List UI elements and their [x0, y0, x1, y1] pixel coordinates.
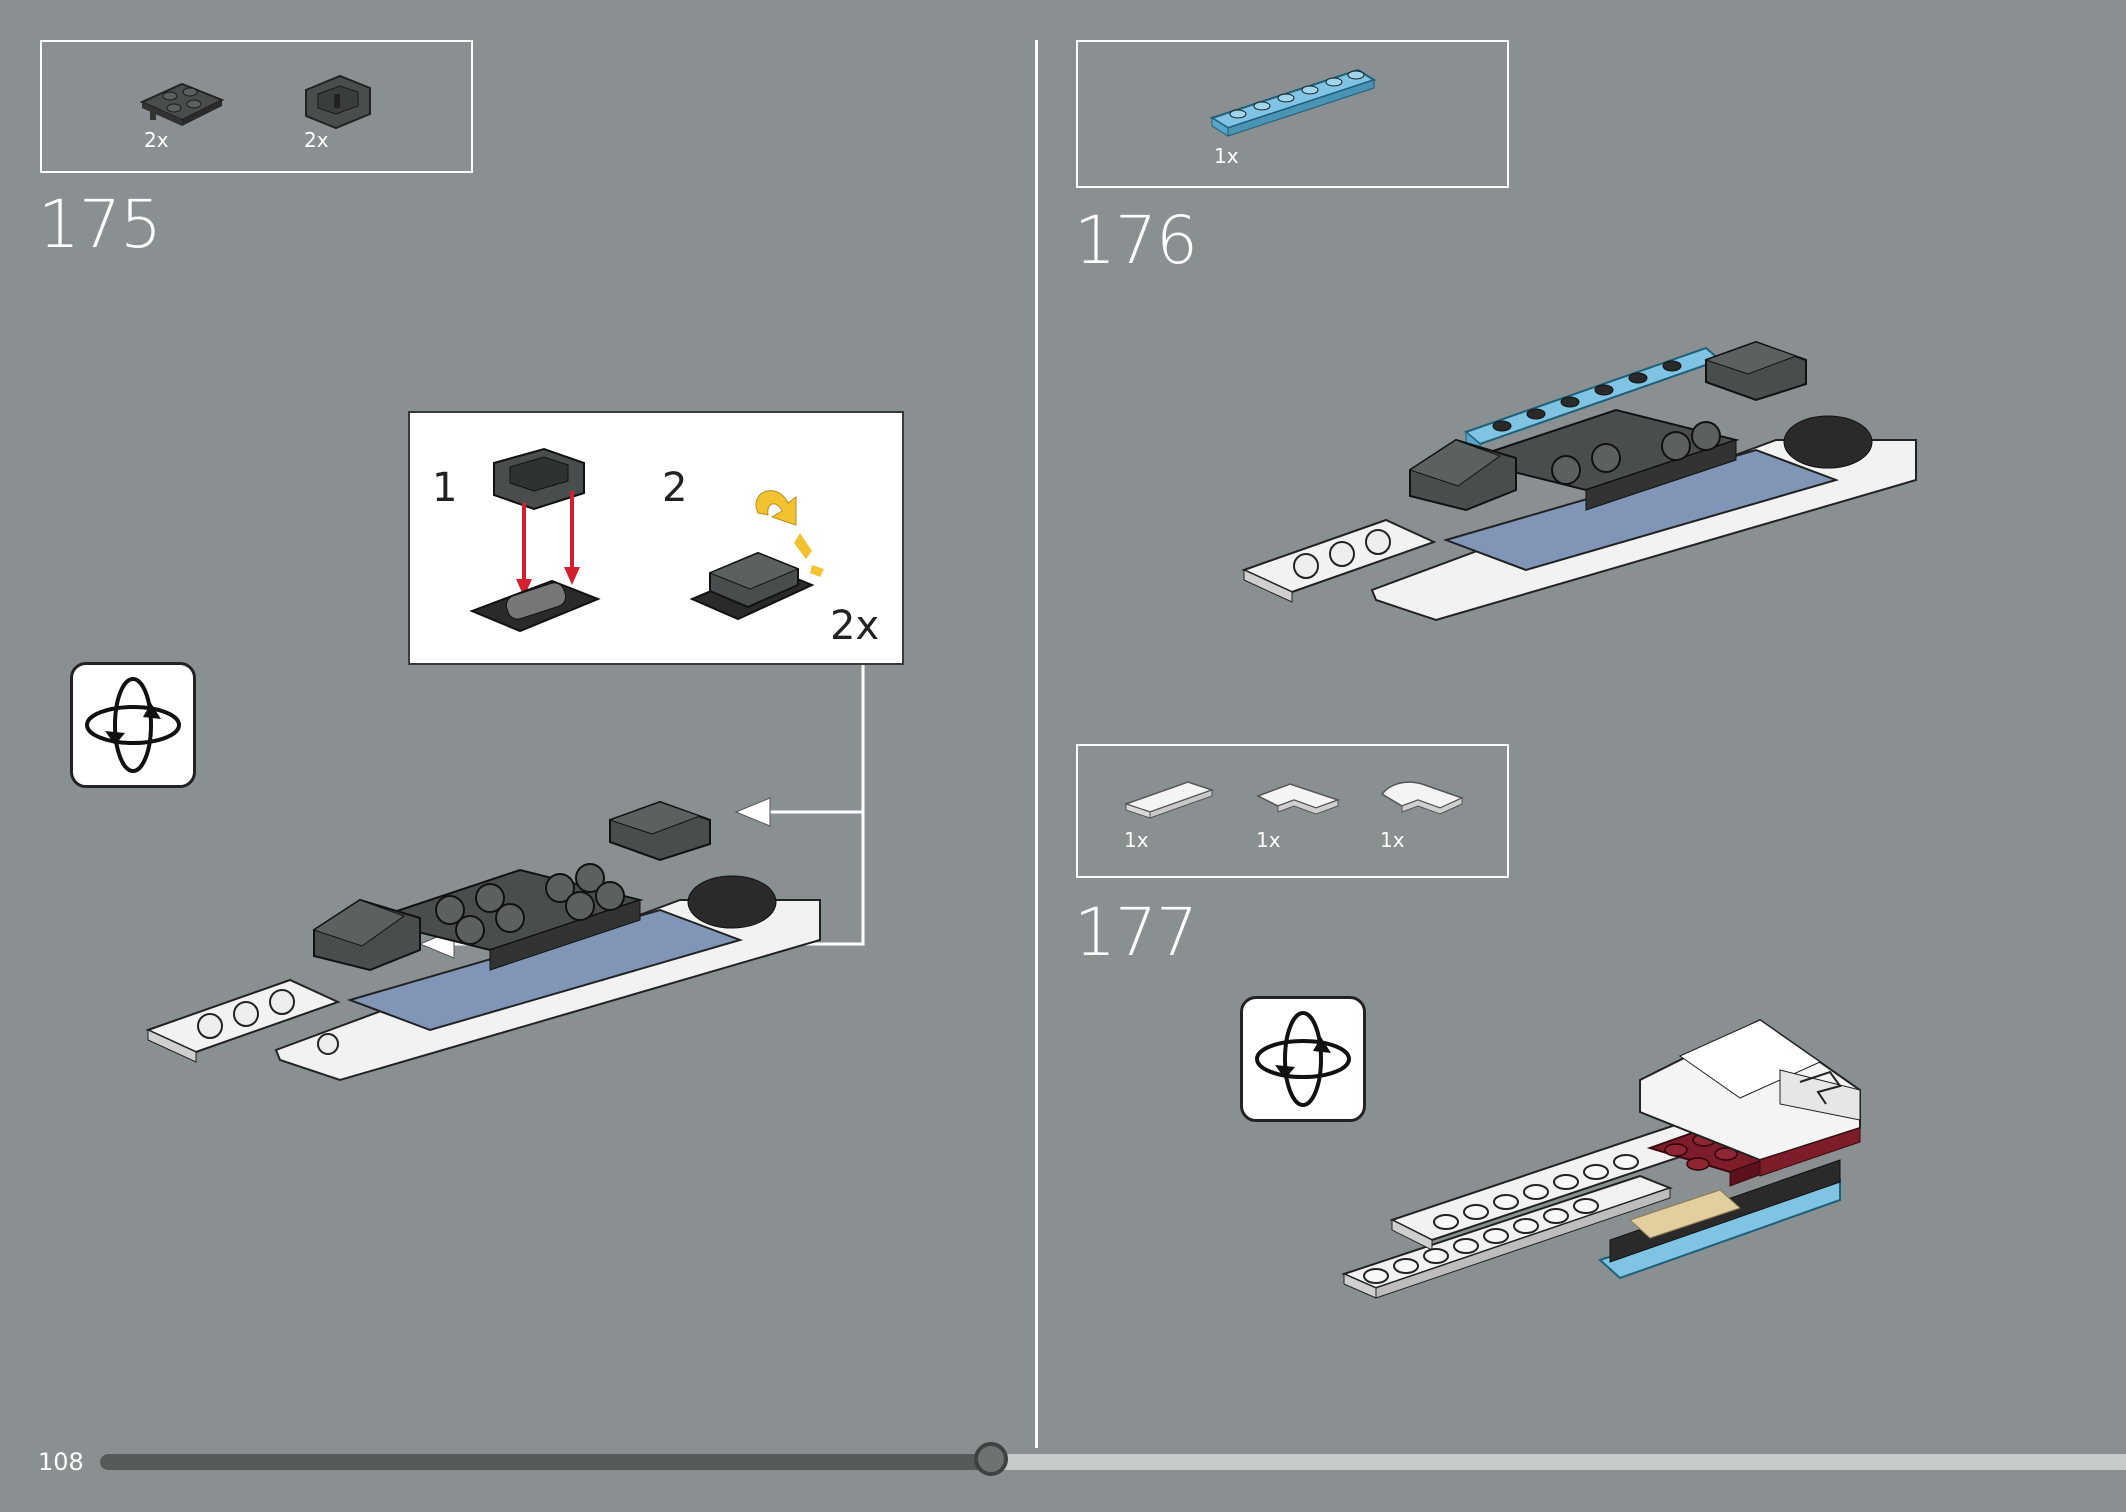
white-tile-1x4-icon: [1123, 781, 1215, 819]
step-number-177: 177: [1074, 894, 1198, 971]
part-qty: 2x: [304, 128, 329, 152]
light-blue-plate-1x6-icon: [1209, 68, 1377, 137]
sub-step-number: 2: [662, 465, 688, 511]
part-qty: 1x: [1124, 828, 1149, 852]
parts-list-step-177: 1x 1x 1x: [1076, 744, 1509, 878]
parts-list-step-176: 1x: [1076, 40, 1509, 188]
part-qty: 1x: [1214, 144, 1239, 168]
model-step-177: [1341, 1018, 1861, 1299]
part-qty: 2x: [144, 128, 169, 152]
model-step-175: [145, 800, 821, 1082]
rotate-model-icon: [1240, 996, 1366, 1122]
page-divider: [1035, 40, 1038, 1448]
white-round-corner-tile-icon: [1380, 781, 1465, 815]
page-number: 108: [38, 1448, 84, 1476]
sub-step-2-illustration: [689, 490, 824, 621]
dark-clip-bracket-icon: [305, 74, 371, 130]
part-qty: 1x: [1256, 828, 1281, 852]
step-number-176: 176: [1074, 202, 1198, 279]
progress-bar-handle[interactable]: [974, 1442, 1009, 1476]
rotate-model-icon: [70, 662, 196, 788]
sub-step-number: 1: [432, 465, 458, 511]
model-step-176: [1241, 340, 1917, 622]
dark-plate-2x2-pin-icon: [139, 82, 225, 126]
step-number-175: 175: [38, 186, 162, 263]
sub-assembly-callout: 1 2 2x: [408, 411, 904, 665]
progress-bar[interactable]: [100, 1442, 2126, 1476]
callout-multiplier: 2x: [830, 603, 880, 649]
white-corner-tile-icon: [1256, 783, 1341, 815]
progress-bar-fill: [100, 1454, 992, 1470]
sub-step-1-illustration: [469, 447, 601, 633]
parts-list-step-175: 2x 2x: [40, 40, 473, 173]
part-qty: 1x: [1380, 828, 1405, 852]
